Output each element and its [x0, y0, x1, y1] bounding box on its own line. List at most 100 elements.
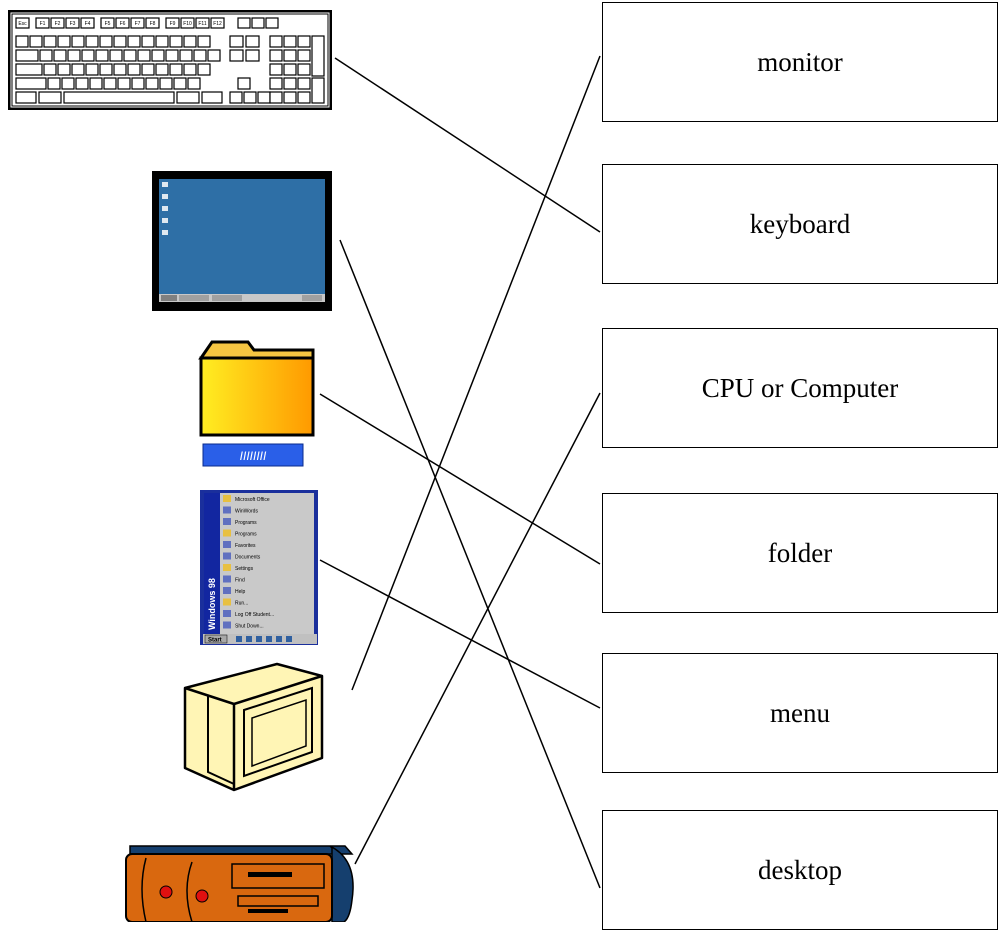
keyboard-key-label: F4: [85, 21, 91, 27]
menu-item-label: Find: [235, 578, 245, 584]
label-box-keyboard: keyboard: [602, 164, 998, 284]
keyboard-key-label: F10: [183, 21, 192, 27]
keyboard-key-label: F6: [120, 21, 126, 27]
keyboard-key-label: F11: [198, 21, 206, 27]
keyboard-key: [283, 49, 297, 62]
keyboard-key: [245, 35, 260, 48]
keyboard-key: [50, 17, 65, 29]
keyboard-key: [207, 49, 221, 62]
keyboard-key-label: F7: [135, 21, 141, 27]
keyboard-key: [269, 91, 283, 104]
match-line-menu: [319, 559, 601, 709]
keyboard-key: [81, 49, 95, 62]
label-box-cpu: CPU or Computer: [602, 328, 998, 448]
keyboard-key: [229, 49, 244, 62]
keyboard-key: [229, 91, 243, 104]
menu-item-label: Log Off Student...: [235, 612, 274, 618]
label-box-desktop: desktop: [602, 810, 998, 930]
label-text: keyboard: [749, 208, 851, 239]
keyboard-key: [159, 77, 173, 90]
menu-item-label: Programs: [235, 520, 257, 526]
keyboard-key: [187, 77, 201, 90]
keyboard-key: [176, 91, 200, 104]
keyboard-key: [15, 35, 29, 48]
keyboard-key-label: Esc: [18, 21, 27, 27]
keyboard-key: [179, 49, 193, 62]
keyboard-key: [145, 77, 159, 90]
menu-item-icon: [223, 575, 231, 583]
keyboard-key: [257, 91, 271, 104]
keyboard-key: [141, 63, 155, 76]
keyboard-key: [38, 91, 62, 104]
folder-caption: IIIIIIII: [240, 449, 267, 463]
keyboard-key: [103, 77, 117, 90]
match-line-cpu: [354, 392, 601, 865]
keyboard-key: [283, 63, 297, 76]
keyboard-key: [99, 63, 113, 76]
keyboard-key: [237, 17, 251, 29]
keyboard-key: [57, 63, 71, 76]
keyboard-key: [99, 35, 113, 48]
keyboard-key: [131, 77, 145, 90]
folder-icon: IIIIIIII: [198, 340, 315, 467]
keyboard-key: [237, 77, 251, 90]
menu-item-icon: [223, 621, 231, 629]
start-label: Start: [208, 638, 222, 644]
match-line-folder: [319, 393, 601, 565]
keyboard-key: [169, 63, 183, 76]
keyboard-key: [47, 77, 61, 90]
keyboard-key: [183, 35, 197, 48]
label-text: menu: [770, 697, 830, 728]
label-text: desktop: [758, 854, 842, 885]
menu-item-icon: [223, 610, 231, 617]
start-menu-icon: Windows 98 Microsoft OfficeWinWordsProgr…: [200, 490, 318, 645]
menu-item-icon: [223, 495, 231, 502]
keyboard-key: [297, 91, 311, 104]
keyboard-key-label: F8: [150, 21, 156, 27]
keyboard-key: [15, 49, 39, 62]
menu-item-label: Documents: [235, 555, 261, 561]
keyboard-key: [243, 91, 257, 104]
match-line-keyboard: [334, 57, 601, 233]
keyboard-key: [137, 49, 151, 62]
keyboard-key: [180, 17, 195, 29]
keyboard-key-label: F3: [70, 21, 76, 27]
keyboard-key: [67, 49, 81, 62]
keyboard-key: [197, 35, 211, 48]
keyboard-key: [155, 35, 169, 48]
keyboard-key: [43, 35, 57, 48]
computer-case-icon: [125, 845, 354, 922]
keyboard-key: [269, 35, 283, 48]
label-text: monitor: [757, 46, 843, 77]
label-box-folder: folder: [602, 493, 998, 613]
menu-item-label: Settings: [235, 566, 254, 572]
menu-item-label: Help: [235, 589, 246, 595]
keyboard-key: [113, 63, 127, 76]
keyboard-key: [265, 17, 279, 29]
keyboard-key: [109, 49, 123, 62]
keyboard-key: [151, 49, 165, 62]
menu-item-icon: [223, 518, 231, 525]
keyboard-key: [89, 77, 103, 90]
keyboard-key: [15, 17, 30, 29]
keyboard-key: [145, 17, 160, 29]
keyboard-key: [197, 63, 211, 76]
match-line-desktop: [339, 239, 601, 889]
menu-item-icon: [223, 552, 231, 560]
keyboard-key: [165, 49, 179, 62]
keyboard-key: [269, 49, 283, 62]
keyboard-key: [75, 77, 89, 90]
keyboard-key: [71, 35, 85, 48]
keyboard-key-label: F5: [105, 21, 111, 27]
keyboard-key: [100, 17, 115, 29]
keyboard-key: [35, 17, 50, 29]
label-box-monitor: monitor: [602, 2, 998, 122]
keyboard-key: [57, 35, 71, 48]
keyboard-key: [229, 35, 244, 48]
menu-item-label: Favorites: [235, 543, 256, 549]
menu-item-icon: [223, 564, 231, 571]
keyboard-key: [297, 63, 311, 76]
label-text: folder: [767, 537, 833, 568]
